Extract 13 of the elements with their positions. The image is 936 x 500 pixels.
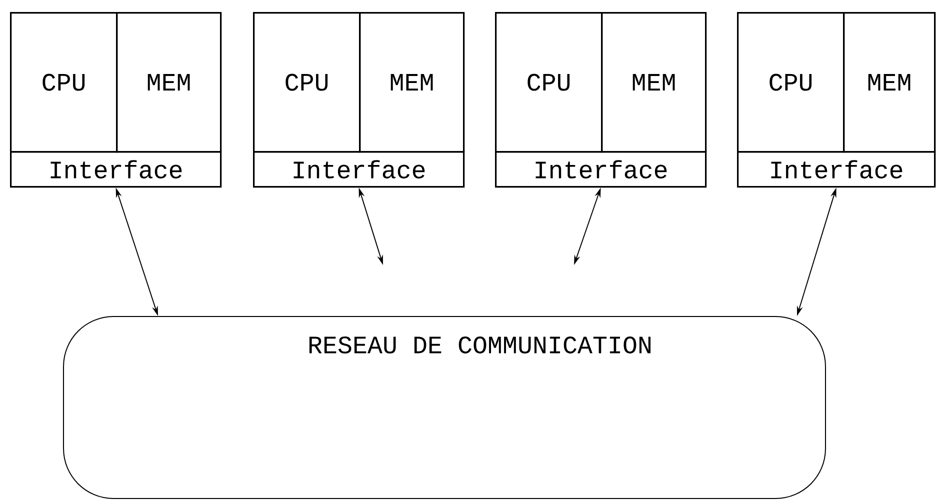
unit-cell: CPU xyxy=(10,12,118,153)
interface-cell: Interface xyxy=(737,150,936,188)
unit-cell: MEM xyxy=(601,12,707,153)
unit-cell: MEM xyxy=(359,12,465,153)
interface-cell: Interface xyxy=(495,150,707,188)
interface-cell: Interface xyxy=(253,150,465,188)
network-box: RESEAU DE COMMUNICATION xyxy=(63,316,826,499)
unit-cell: MEM xyxy=(116,12,222,153)
unit-cell: CPU xyxy=(737,12,845,153)
interface-cell: Interface xyxy=(10,150,222,188)
unit-cell: MEM xyxy=(843,12,936,153)
unit-cell: CPU xyxy=(495,12,603,153)
unit-cell: CPU xyxy=(253,12,361,153)
